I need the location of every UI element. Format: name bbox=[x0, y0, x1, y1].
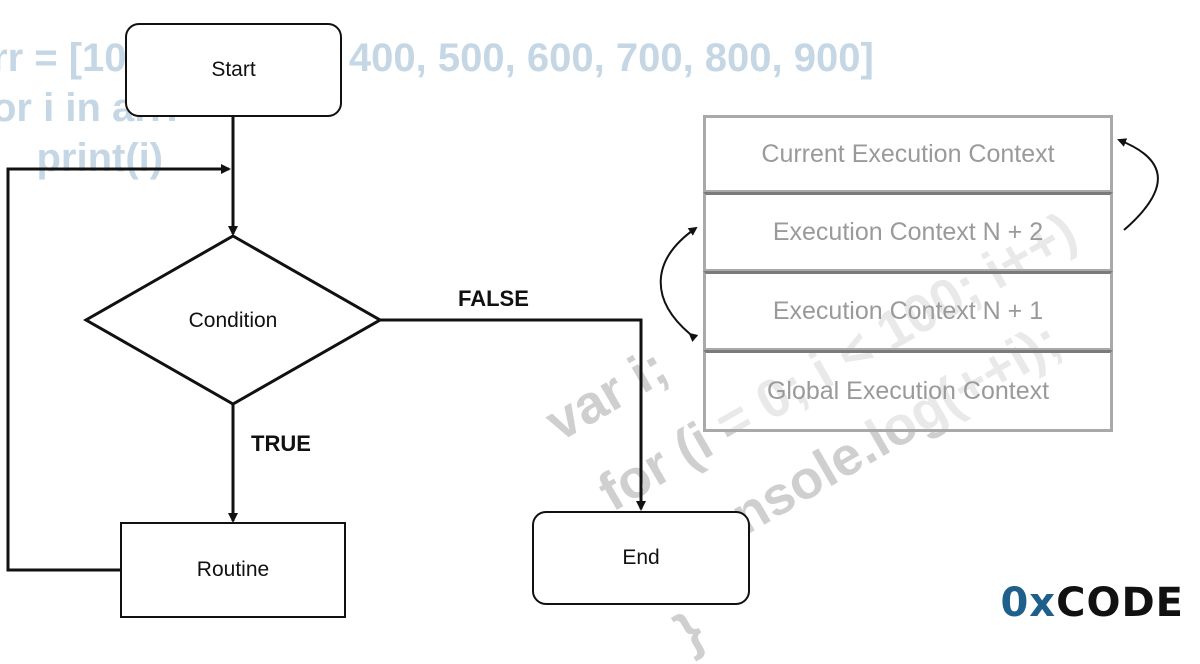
code-line-3: print(i) bbox=[0, 136, 164, 180]
routine-node: Routine bbox=[120, 522, 346, 618]
edge-routine-loop bbox=[6, 164, 231, 572]
end-node: End bbox=[532, 511, 750, 605]
stack-arrow-right bbox=[1117, 138, 1159, 231]
edge-condition-end bbox=[380, 318, 646, 511]
logo-prefix: 0x bbox=[1000, 580, 1057, 626]
stack-item-n-plus-2: Execution Context N + 2 bbox=[703, 192, 1113, 272]
condition-label: Condition bbox=[188, 309, 278, 332]
stack-item-n-plus-1: Execution Context N + 1 bbox=[703, 271, 1113, 351]
stack-arrow-left bbox=[659, 226, 699, 342]
true-label: TRUE bbox=[251, 431, 311, 456]
false-label: FALSE bbox=[458, 286, 529, 311]
logo-suffix: CODE bbox=[1056, 580, 1184, 626]
end-label: End bbox=[622, 546, 660, 569]
routine-label: Routine bbox=[196, 558, 270, 581]
condition-diamond bbox=[82, 234, 384, 406]
stack-item-global: Global Execution Context bbox=[703, 350, 1113, 432]
stack-item-current: Current Execution Context bbox=[703, 115, 1113, 193]
brand-logo: 0xCODE bbox=[1000, 580, 1184, 626]
start-node: Start bbox=[125, 23, 342, 117]
start-label: Start bbox=[211, 58, 256, 81]
